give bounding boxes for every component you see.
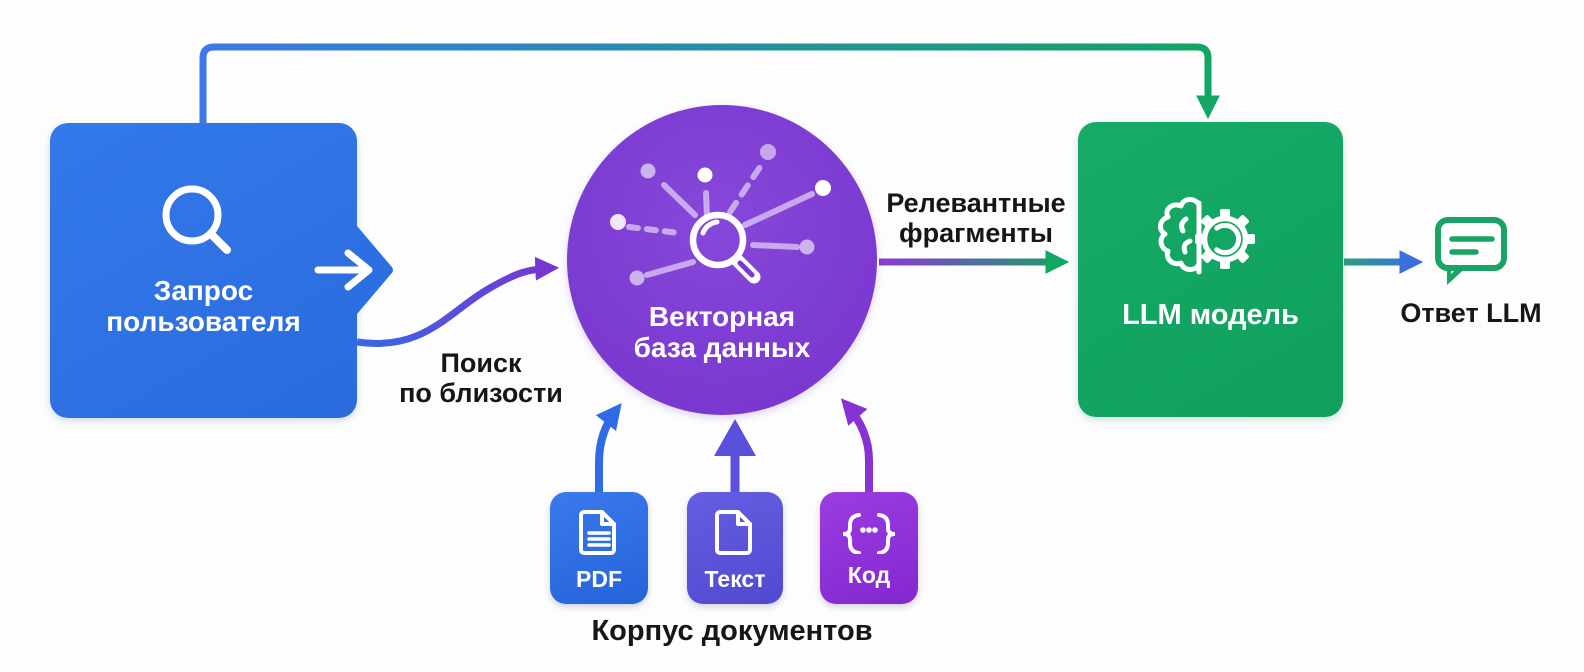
text-card-label: Текст <box>704 566 766 592</box>
corpus-card-text: Текст <box>687 492 783 604</box>
corpus-card-pdf: PDF <box>550 492 648 604</box>
gear-part <box>1195 209 1255 269</box>
vector-search-scatter-icon <box>610 144 831 286</box>
edge-pdf-to-vectordb <box>595 402 622 492</box>
user-query-label: Запрос пользователя <box>106 275 301 337</box>
brain-gear-icon <box>1158 197 1255 275</box>
code-braces-icon <box>843 513 895 554</box>
edge-text-to-vectordb-head <box>714 419 756 456</box>
node-llm-model: LLM модель <box>1078 122 1343 417</box>
edge-code-to-vectordb <box>840 398 873 492</box>
pdf-document-icon <box>579 510 616 555</box>
node-vector-db: Векторная база данных <box>567 105 877 415</box>
llm-answer-label: Ответ LLM <box>1400 298 1542 328</box>
code-card-label: Код <box>847 562 891 588</box>
vector-db-label: Векторная база данных <box>633 301 811 363</box>
corpus-card-code: Код <box>820 492 918 604</box>
relevant-fragments-label: Релевантные фрагменты <box>886 188 1066 248</box>
search-icon <box>162 185 231 254</box>
blank-document-icon <box>715 510 752 555</box>
corpus-caption: Корпус документов <box>591 615 873 647</box>
proximity-search-label: Поиск по близости <box>399 348 563 408</box>
llm-label: LLM модель <box>1122 299 1299 331</box>
output-chevron <box>357 226 393 314</box>
pdf-card-label: PDF <box>576 566 622 592</box>
node-user-query: Запрос пользователя <box>50 123 357 418</box>
chat-bubble-icon <box>1435 217 1507 285</box>
edge-query-to-vectordb <box>356 256 560 347</box>
